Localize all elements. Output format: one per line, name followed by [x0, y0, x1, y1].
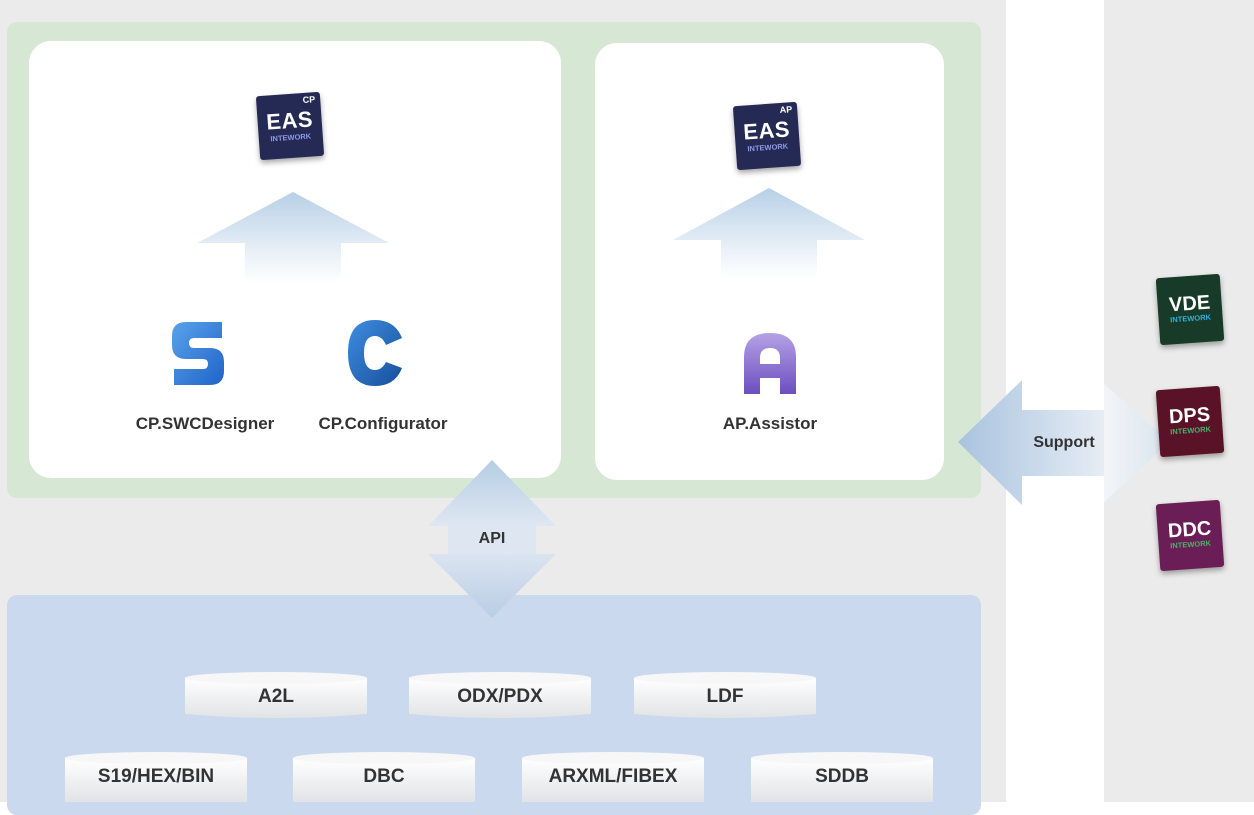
format-label: S19/HEX/BIN [97, 766, 215, 787]
format-disk: SDDB [751, 750, 933, 802]
vde-logo: VDE INTEWORK [1155, 273, 1225, 346]
configurator-label: CP.Configurator [318, 414, 448, 433]
format-label: LDF [706, 686, 744, 707]
format-disk: DBC [293, 750, 475, 802]
s-letter-icon [172, 322, 224, 385]
support-arrow-left [958, 380, 1104, 505]
up-arrow-cp [197, 192, 389, 283]
support-arrow-right [1104, 384, 1170, 502]
a-letter-icon [744, 333, 796, 394]
api-arrow-shaft [448, 526, 536, 554]
format-disk: ARXML/FIBEX [522, 750, 704, 802]
support-label: Support [1033, 434, 1095, 451]
format-disk: S19/HEX/BIN [65, 750, 247, 802]
format-label: DBC [363, 766, 405, 787]
format-disk: ODX/PDX [409, 670, 591, 722]
format-label: ODX/PDX [457, 686, 543, 707]
api-arrow-up [428, 460, 556, 526]
format-label: A2L [258, 686, 294, 707]
ddc-logo: DDC INTEWORK [1155, 499, 1225, 572]
format-disk: LDF [634, 670, 816, 722]
format-label: ARXML/FIBEX [548, 766, 678, 787]
dps-logo: DPS INTEWORK [1155, 385, 1225, 458]
format-label: SDDB [815, 766, 869, 787]
format-disk: A2L [185, 670, 367, 722]
api-arrow-down [428, 554, 556, 618]
swc-designer-label: CP.SWCDesigner [135, 414, 275, 433]
assistor-label: AP.Assistor [722, 414, 818, 433]
up-arrow-ap [673, 188, 865, 278]
api-label: API [478, 530, 506, 547]
c-letter-icon [348, 320, 402, 386]
